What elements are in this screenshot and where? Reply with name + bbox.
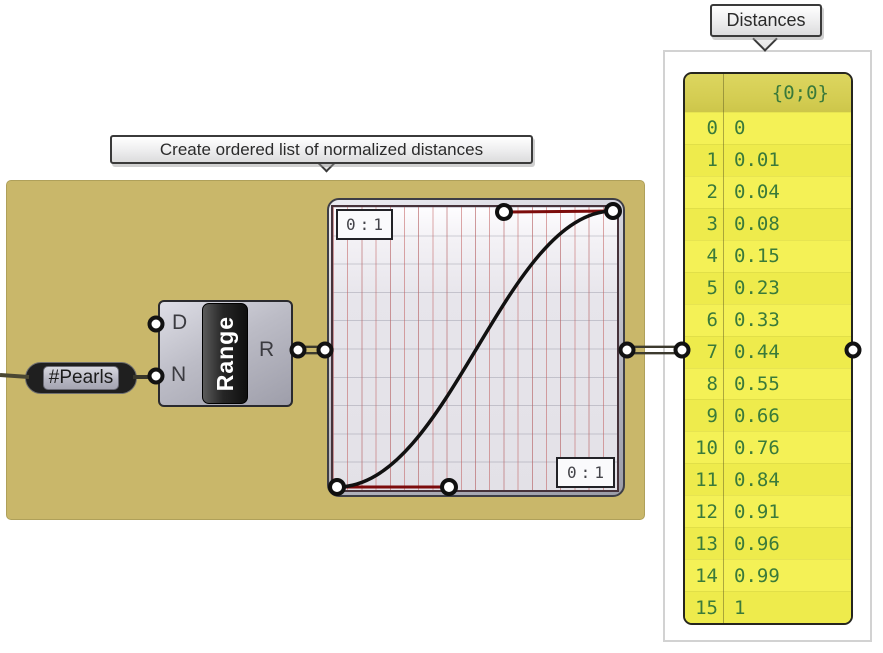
row-value: 0.76 (734, 436, 780, 459)
row-value: 0 (734, 117, 746, 140)
row-value: 0.23 (734, 277, 780, 300)
row-value: 0.96 (734, 532, 780, 555)
row-index: 8 (706, 372, 718, 395)
row-index: 10 (695, 436, 718, 459)
row-value: 0.01 (734, 149, 780, 172)
row-index: 11 (695, 468, 718, 491)
panel-row: 15 1 (685, 591, 851, 623)
graph-mapper-plot[interactable] (331, 205, 619, 492)
row-value: 0.33 (734, 309, 780, 332)
row-value: 1 (734, 596, 746, 619)
row-index: 6 (706, 309, 718, 332)
row-index: 13 (695, 532, 718, 555)
graph-domain-box-top: 0:1 (336, 209, 393, 240)
row-index: 3 (706, 213, 718, 236)
row-value: 0.15 (734, 245, 780, 268)
row-value: 0.08 (734, 213, 780, 236)
row-index: 15 (695, 596, 718, 619)
row-value: 0.66 (734, 404, 780, 427)
row-index: 5 (706, 277, 718, 300)
row-index: 1 (706, 149, 718, 172)
row-value: 0.55 (734, 372, 780, 395)
row-value: 0.91 (734, 500, 780, 523)
row-index: 14 (695, 564, 718, 587)
row-index: 12 (695, 500, 718, 523)
range-input-n-label: N (171, 363, 187, 386)
range-input-d-label: D (172, 311, 188, 334)
row-index: 7 (706, 341, 718, 364)
pearls-param-label: #Pearls (43, 366, 119, 390)
row-index: 9 (706, 404, 718, 427)
row-value: 0.99 (734, 564, 780, 587)
pearls-param-capsule[interactable]: #Pearls (25, 362, 137, 394)
row-index: 4 (706, 245, 718, 268)
panel-label: Distances (710, 4, 822, 37)
range-nameplate: Range (202, 303, 248, 404)
range-output-r-label: R (259, 338, 275, 361)
panel-path-header: {0;0} (685, 74, 851, 112)
row-index: 0 (706, 117, 718, 140)
row-index: 2 (706, 181, 718, 204)
panel-column-divider (723, 74, 724, 623)
row-value: 0.04 (734, 181, 780, 204)
row-value: 0.84 (734, 468, 780, 491)
graph-domain-box-bottom: 0:1 (556, 457, 615, 488)
row-value: 0.44 (734, 341, 780, 364)
range-nameplate-label: Range (211, 315, 238, 392)
group-label: Create ordered list of normalized distan… (110, 135, 533, 164)
